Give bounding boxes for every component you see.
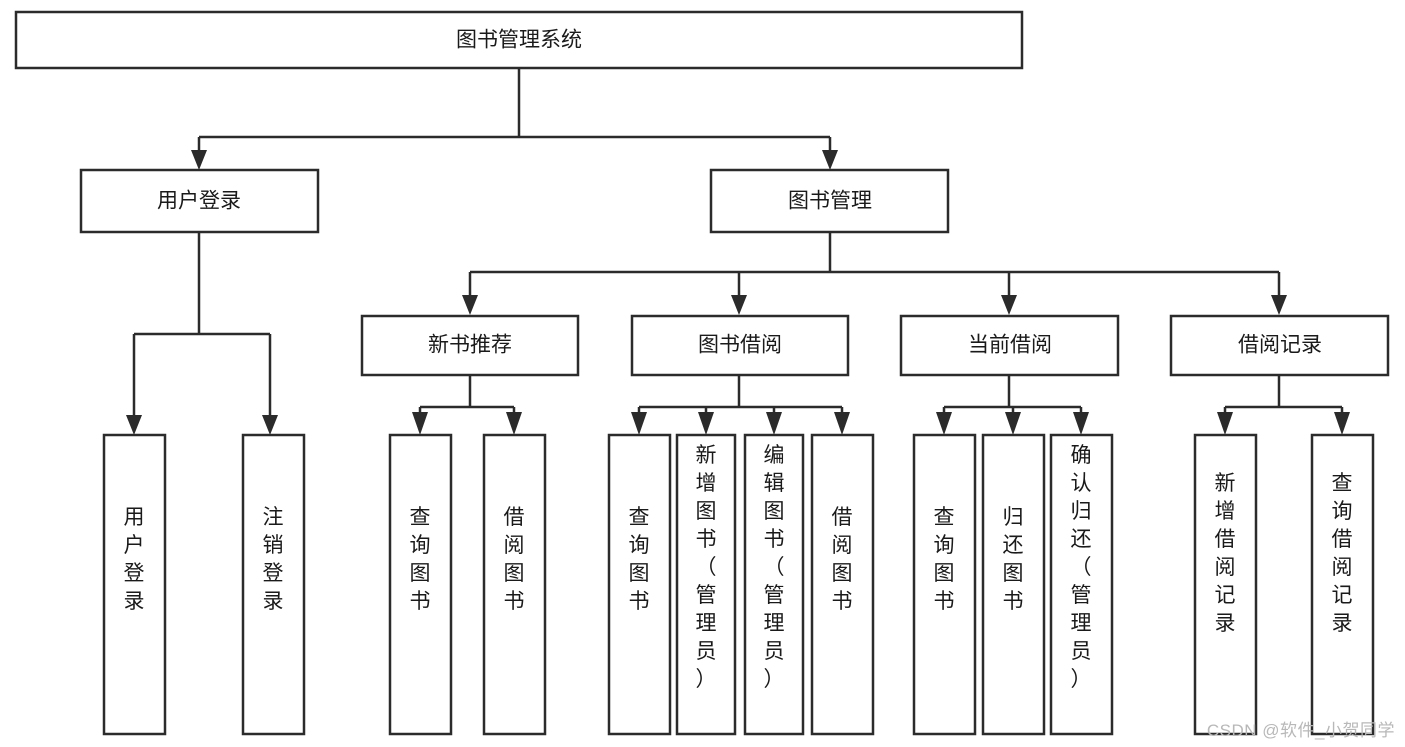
node-leaf-edit-book[interactable]: 编辑图书（管理员） [743,433,805,736]
node-root-label: 图书管理系统 [456,29,582,52]
arrow-head-leaf-edit-book [766,412,782,435]
arrow-head-leaf-add-book [698,412,714,435]
node-leaf-confirm-return[interactable]: 确认归还（管理员） [1049,433,1114,736]
node-leaf-confirm-return-label: 确认归还（管理员） [1071,444,1092,691]
arrow-head-book-borrow [731,295,747,315]
csdn-watermark: CSDN @软件_小贺同学 [1206,721,1395,740]
node-leaf-confirm-return-box[interactable] [1049,433,1114,736]
node-leaf-logout[interactable]: 注销登录 [241,433,306,736]
node-book-borrow-label: 图书借阅 [698,334,782,357]
arrow-head-leaf-query-book-1 [412,412,428,435]
arrow-head-leaf-query-record [1334,412,1350,435]
node-leaf-borrow-book-2[interactable]: 借阅图书 [810,433,875,736]
node-leaf-query-book-3-label: 查询图书 [934,506,955,613]
node-leaf-borrow-book-1-label: 借阅图书 [504,506,525,613]
node-leaf-query-book-2-box[interactable] [607,433,672,736]
arrow-head-leaf-confirm-return [1073,412,1089,435]
node-new-book-rec-label: 新书推荐 [428,334,512,357]
node-leaf-borrow-book-1[interactable]: 借阅图书 [482,433,547,736]
node-leaf-logout-label: 注销登录 [263,506,284,613]
arrow-head-book-manage [822,150,838,170]
node-user-login-box[interactable] [79,168,320,234]
node-borrow-record-box[interactable] [1169,314,1390,377]
node-leaf-user-login-label: 用户登录 [124,506,145,613]
arrow-head-leaf-borrow-book-2 [834,412,850,435]
node-leaf-add-book-box[interactable] [675,433,737,736]
node-leaf-borrow-book-1-box[interactable] [482,433,547,736]
node-leaf-query-book-3[interactable]: 查询图书 [912,433,977,736]
node-current-borrow[interactable]: 当前借阅 [899,314,1120,377]
node-leaf-query-book-1-label: 查询图书 [410,506,431,613]
arrow-head-new-book-rec [462,295,478,315]
node-current-borrow-label: 当前借阅 [968,334,1052,357]
node-book-borrow[interactable]: 图书借阅 [630,314,850,377]
arrow-head-leaf-logout [262,415,278,435]
node-leaf-query-record-box[interactable] [1310,433,1375,736]
arrow-head-leaf-borrow-book-1 [506,412,522,435]
node-leaf-logout-box[interactable] [241,433,306,736]
node-leaf-query-book-2[interactable]: 查询图书 [607,433,672,736]
node-borrow-record[interactable]: 借阅记录 [1169,314,1390,377]
arrow-head-borrow-record [1271,295,1287,315]
node-leaf-borrow-book-2-label: 借阅图书 [832,506,853,613]
node-new-book-rec-box[interactable] [360,314,580,377]
arrow-head-leaf-return-book [1005,412,1021,435]
node-leaf-add-book-label: 新增图书（管理员） [696,444,717,691]
node-leaf-edit-book-box[interactable] [743,433,805,736]
node-leaf-return-book-label: 归还图书 [1003,506,1024,613]
node-leaf-user-login[interactable]: 用户登录 [102,433,167,736]
node-book-manage-label: 图书管理 [788,190,872,213]
node-leaf-query-book-1[interactable]: 查询图书 [388,433,453,736]
arrow-head-current-borrow [1001,295,1017,315]
node-leaf-user-login-box[interactable] [102,433,167,736]
node-user-login[interactable]: 用户登录 [79,168,320,234]
node-root[interactable]: 图书管理系统 [14,10,1024,70]
node-leaf-query-book-1-box[interactable] [388,433,453,736]
node-leaf-return-book[interactable]: 归还图书 [981,433,1046,736]
node-leaf-add-record-label: 新增借阅记录 [1215,472,1236,635]
node-leaf-query-book-2-label: 查询图书 [629,506,650,613]
node-book-borrow-box[interactable] [630,314,850,377]
node-user-login-label: 用户登录 [157,190,241,213]
arrow-head-leaf-query-book-2 [631,412,647,435]
node-leaf-query-book-3-box[interactable] [912,433,977,736]
node-book-manage[interactable]: 图书管理 [709,168,950,234]
arrow-head-leaf-user-login [126,415,142,435]
node-leaf-add-book[interactable]: 新增图书（管理员） [675,433,737,736]
connector-layer [126,68,1350,435]
node-leaf-query-record[interactable]: 查询借阅记录 [1310,433,1375,736]
arrow-head-leaf-query-book-3 [936,412,952,435]
arrow-head-user-login [191,150,207,170]
node-leaf-edit-book-label: 编辑图书（管理员） [764,444,785,691]
node-book-manage-box[interactable] [709,168,950,234]
node-leaf-add-record-box[interactable] [1193,433,1258,736]
node-new-book-rec[interactable]: 新书推荐 [360,314,580,377]
node-leaf-return-book-box[interactable] [981,433,1046,736]
node-leaf-query-record-label: 查询借阅记录 [1332,472,1353,635]
node-leaf-add-record[interactable]: 新增借阅记录 [1193,433,1258,736]
node-current-borrow-box[interactable] [899,314,1120,377]
arrow-head-leaf-add-record [1217,412,1233,435]
node-borrow-record-label: 借阅记录 [1238,334,1322,357]
node-leaf-borrow-book-2-box[interactable] [810,433,875,736]
node-root-box[interactable] [14,10,1024,70]
